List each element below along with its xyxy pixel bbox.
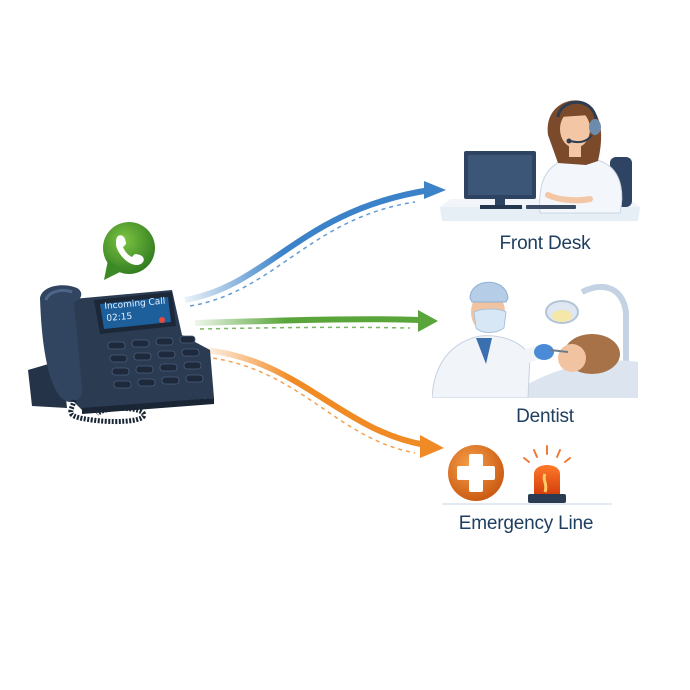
emergency-icon — [442, 440, 612, 506]
label-front-desk: Front Desk — [499, 233, 591, 254]
arrow-dentist — [194, 310, 438, 332]
arrow-front-desk — [184, 181, 446, 307]
phone-chat-bubble-icon — [98, 220, 160, 282]
dentist-icon — [432, 272, 642, 398]
arrow-emergency-line — [204, 347, 444, 458]
receptionist-icon — [440, 95, 640, 225]
label-emergency-line: Emergency Line — [458, 513, 594, 534]
label-dentist: Dentist — [516, 406, 574, 427]
medical-cross-icon — [448, 445, 504, 501]
siren-icon — [523, 445, 571, 503]
desk-phone: Incoming Call 02:15 — [22, 280, 222, 430]
